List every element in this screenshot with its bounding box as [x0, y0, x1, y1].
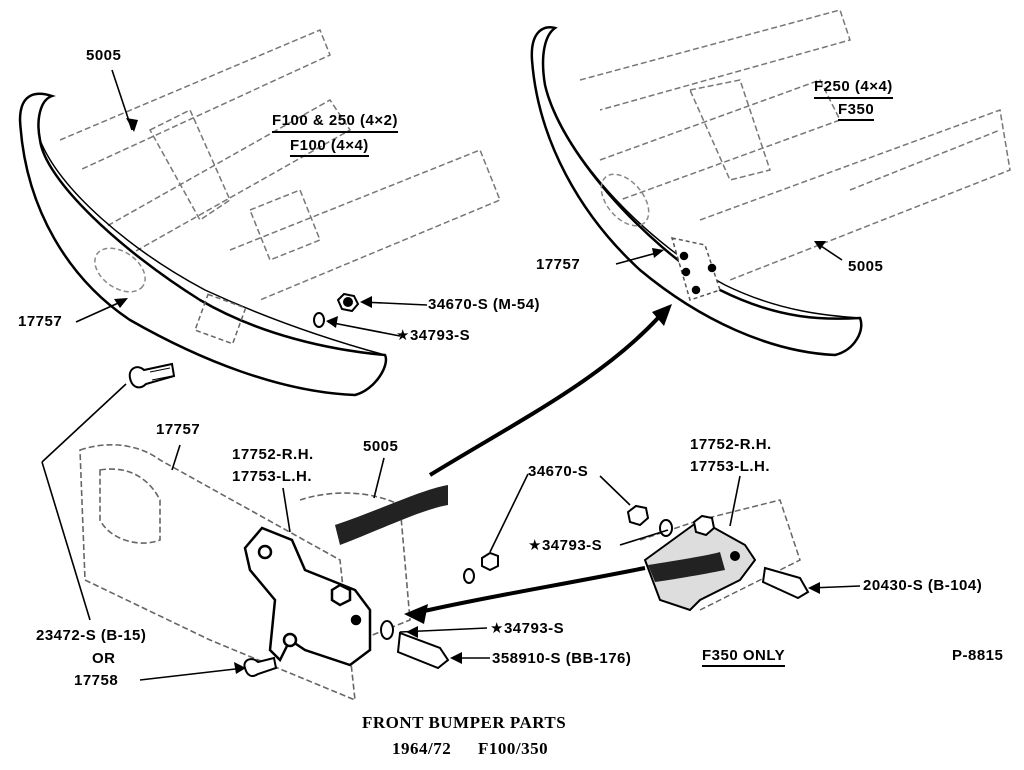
label-part-ref: P-8815 [952, 647, 1004, 664]
label-17752-rh-left: 17752-R.H. [232, 446, 314, 463]
label-34793-s-top: ★34793-S [396, 327, 471, 344]
label-17752-rh-right: 17752-R.H. [690, 436, 772, 453]
label-17757-detail: 17757 [156, 421, 201, 438]
label-34670-s-m54: 34670-S (M-54) [428, 296, 541, 313]
caption-title: FRONT BUMPER PARTS [362, 713, 567, 732]
left-nut-washer [313, 292, 360, 328]
label-358910-s: 358910-S (BB-176) [492, 650, 632, 667]
label-34793-s-bottom: ★34793-S [490, 620, 565, 637]
label-20430-s: 20430-S (B-104) [863, 577, 983, 594]
label-17753-lh-right: 17753-L.H. [690, 458, 771, 475]
left-bumper [18, 92, 388, 397]
caption-models: F100/350 [478, 739, 549, 758]
detail-hardware [243, 504, 810, 677]
left-frame-rails [59, 29, 501, 301]
curved-arrows [419, 316, 660, 614]
label-17757-left: 17757 [18, 313, 63, 330]
leader-heads [114, 118, 826, 674]
label-34670-s-detail: 34670-S [528, 463, 589, 480]
arrow-heads [404, 304, 672, 624]
label-model-f100-250-4x2: F100 & 250 (4×2) [272, 112, 398, 133]
label-model-f100-4x4: F100 (4×4) [290, 137, 369, 157]
label-23472-s: 23472-S (B-15) [36, 627, 147, 644]
label-5005-right: 5005 [848, 258, 884, 275]
label-17757-right: 17757 [536, 256, 581, 273]
label-17753-lh-left: 17753-L.H. [232, 468, 313, 485]
left-carriage-bolt [128, 362, 176, 389]
right-frame-rails [579, 9, 1011, 281]
right-bumper [530, 26, 863, 357]
label-or: OR [92, 650, 116, 667]
label-5005-top-left: 5005 [86, 47, 122, 64]
label-model-f250-4x4: F250 (4×4) [814, 78, 893, 99]
label-5005-detail: 5005 [363, 438, 399, 455]
caption-years: 1964/72 [392, 739, 452, 758]
connector-swoops [335, 485, 725, 582]
label-17758: 17758 [74, 672, 119, 689]
label-34793-s-middle: ★34793-S [528, 537, 603, 554]
label-model-f350: F350 [838, 101, 875, 121]
lh-bracket [243, 526, 372, 667]
label-f350-only: F350 ONLY [702, 647, 786, 667]
